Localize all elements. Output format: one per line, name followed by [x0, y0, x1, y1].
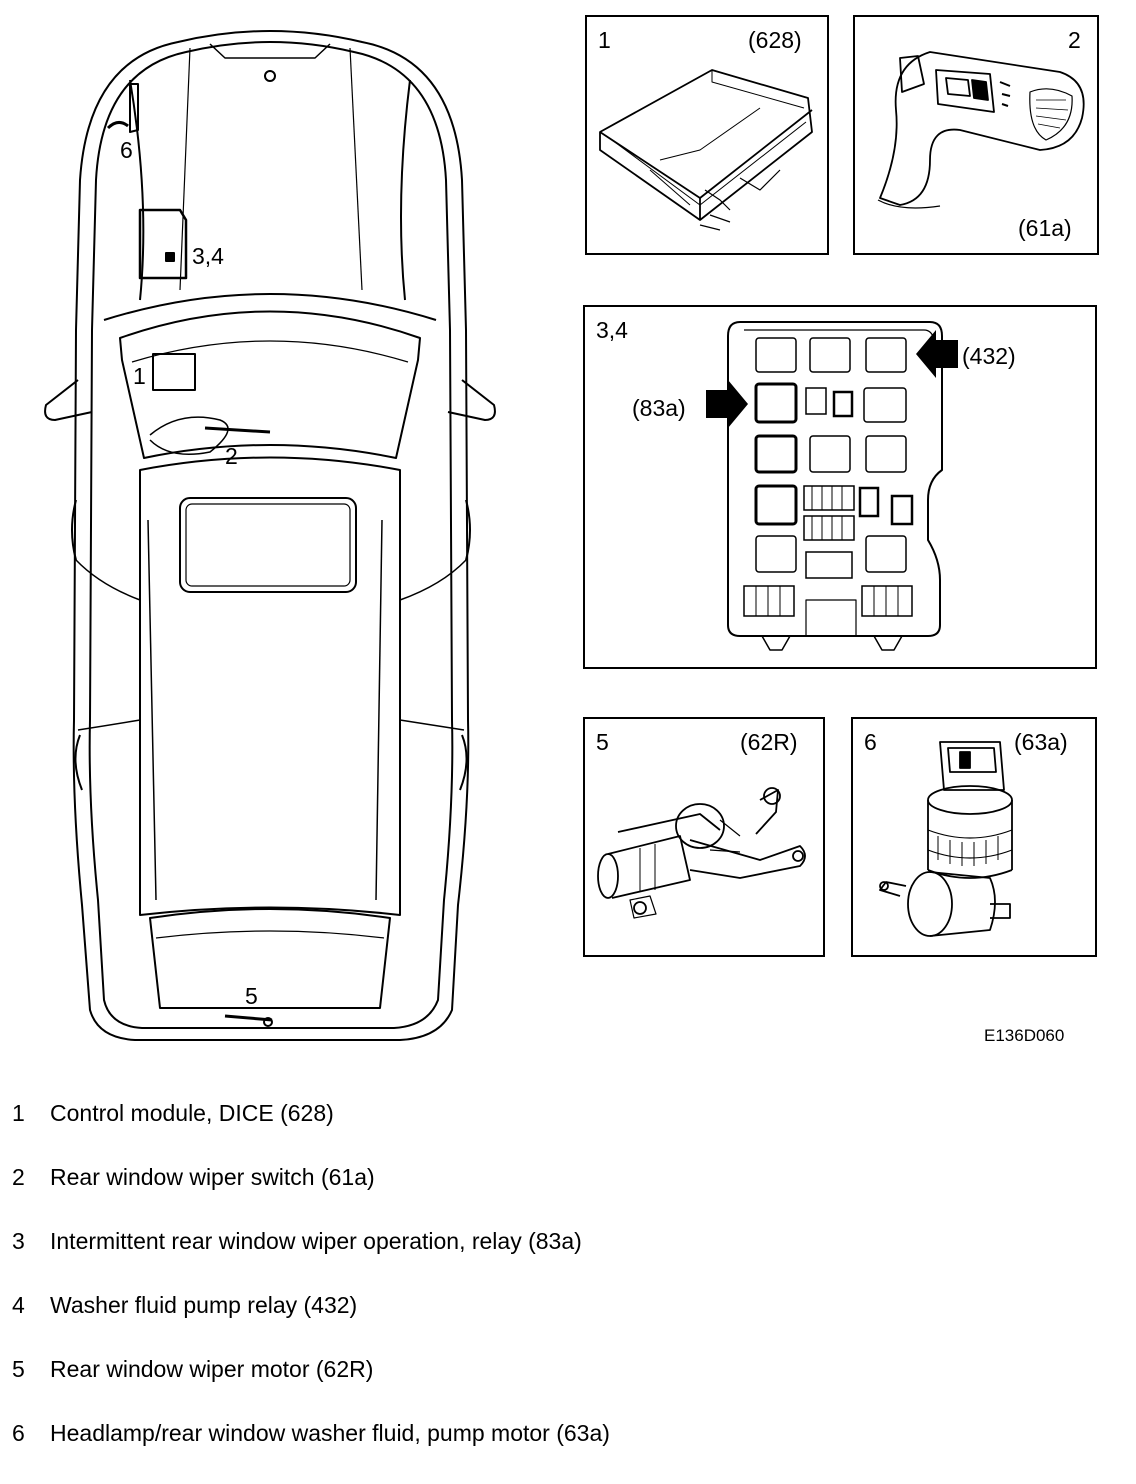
legend-text: Control module, DICE (628): [50, 1100, 334, 1126]
relay-grid: [743, 337, 914, 617]
legend-list: 1 Control module, DICE (628) 2 Rear wind…: [12, 1100, 1112, 1484]
car-callout-5: 5: [245, 983, 258, 1009]
car-callout-2: 2: [225, 443, 238, 469]
legend-item: 4 Washer fluid pump relay (432): [12, 1292, 1112, 1356]
legend-number: 4: [12, 1292, 25, 1318]
legend-number: 5: [12, 1356, 25, 1382]
legend-text: Rear window wiper switch (61a): [50, 1164, 375, 1190]
legend-number: 3: [12, 1228, 25, 1254]
wiper-switch-illustration: [877, 51, 1085, 209]
legend-number: 6: [12, 1420, 25, 1446]
panel-3-4-number: 3,4: [596, 317, 628, 343]
legend-item: 2 Rear window wiper switch (61a): [12, 1164, 1112, 1228]
pump-motor-illustration: [879, 741, 1013, 937]
legend-text: Intermittent rear window wiper operation…: [50, 1228, 582, 1254]
dice-module-marker: [152, 353, 196, 391]
panel-2-number: 2: [1068, 27, 1081, 53]
panel-5-code: (62R): [740, 729, 798, 755]
panel-5-wiper-motor: 5 (62R): [583, 717, 825, 957]
legend-text: Rear window wiper motor (62R): [50, 1356, 374, 1382]
car-callout-3-4: 3,4: [192, 243, 224, 269]
panel-6-number: 6: [864, 729, 877, 755]
legend-item: 5 Rear window wiper motor (62R): [12, 1356, 1112, 1420]
relay-83a-label: (83a): [632, 395, 686, 421]
panel-1-number: 1: [598, 27, 611, 53]
legend-text: Washer fluid pump relay (432): [50, 1292, 358, 1318]
legend-item: 6 Headlamp/rear window washer fluid, pum…: [12, 1420, 1112, 1484]
panel-3-4-relay-box: 3,4: [583, 305, 1097, 669]
relay-432-label: (432): [962, 343, 1016, 369]
dice-module-illustration: [599, 69, 813, 231]
panel-1-code: (628): [748, 27, 802, 53]
relay-box-marker: [138, 208, 188, 280]
car-callout-1: 1: [133, 363, 146, 389]
arrow-left-icon: [916, 330, 958, 378]
wiper-motor-illustration: [597, 787, 806, 919]
figure-reference: E136D060: [984, 1026, 1065, 1045]
panel-2-wiper-switch: 2 (61a): [853, 15, 1099, 255]
legend-text: Headlamp/rear window washer fluid, pump …: [50, 1420, 610, 1446]
legend-item: 1 Control module, DICE (628): [12, 1100, 1112, 1164]
legend-number: 2: [12, 1164, 25, 1190]
arrow-right-icon: [706, 380, 748, 428]
car-top-view: [44, 30, 496, 1041]
legend-item: 3 Intermittent rear window wiper operati…: [12, 1228, 1112, 1292]
panel-2-code: (61a): [1018, 215, 1072, 241]
component-location-diagram: 1 2 3,4 5 6 1 (628) 2 (61a): [44, 15, 1099, 1041]
panel-6-code: (63a): [1014, 729, 1068, 755]
panel-5-number: 5: [596, 729, 609, 755]
panel-6-pump-motor: 6 (63a): [851, 717, 1097, 957]
legend-number: 1: [12, 1100, 25, 1126]
panel-1-dice-module: 1 (628): [585, 15, 829, 255]
car-callout-6: 6: [120, 137, 133, 163]
